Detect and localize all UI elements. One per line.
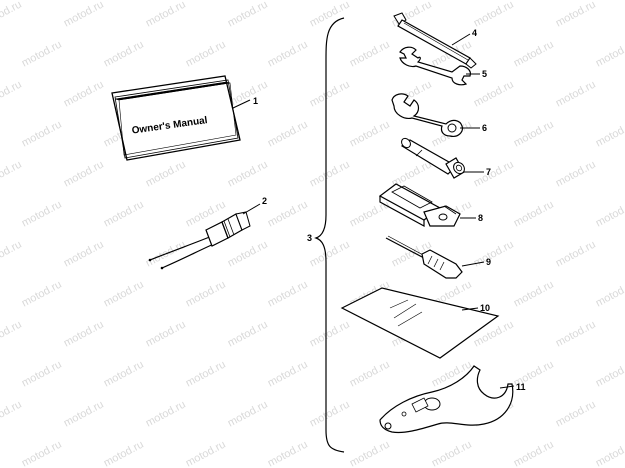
tool-holder-icon — [378, 183, 461, 228]
callout-4: 4 — [472, 28, 477, 38]
screwdriver-icon — [385, 235, 463, 279]
wire-harness-icon — [148, 211, 251, 270]
callout-3: 3 — [307, 233, 312, 243]
callout-6: 6 — [482, 123, 487, 133]
callout-7: 7 — [486, 167, 491, 177]
group-brace — [314, 17, 345, 453]
tool-bag-icon — [340, 287, 500, 359]
callout-2: 2 — [262, 196, 267, 206]
callout-10: 10 — [480, 303, 490, 313]
callout-8: 8 — [478, 213, 483, 223]
spark-plug-wrench-icon — [393, 12, 477, 69]
callout-5: 5 — [482, 69, 487, 79]
hook-spanner-icon — [379, 365, 514, 434]
callout-9: 9 — [486, 257, 491, 267]
socket-wrench-icon — [400, 137, 465, 179]
callout-1: 1 — [253, 96, 258, 106]
open-end-wrench-icon — [399, 46, 471, 86]
combination-wrench-icon — [391, 93, 463, 137]
manual-icon: Owner's Manual — [111, 75, 241, 161]
callout-11: 11 — [516, 382, 526, 392]
